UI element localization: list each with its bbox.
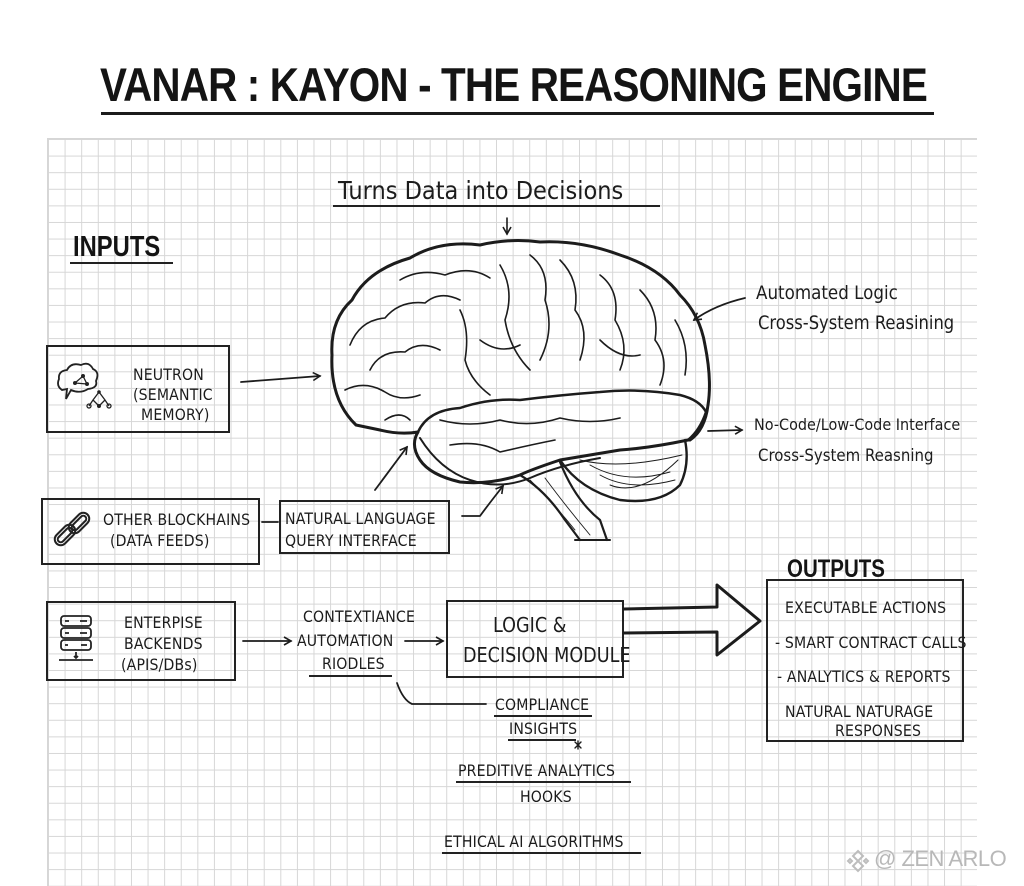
- neutron-input-box: [46, 345, 230, 433]
- watermark-text: @ ZEN ARLO: [874, 846, 1007, 871]
- binance-logo-icon: [846, 849, 870, 873]
- outputs-heading: OUTPUTS: [787, 555, 885, 583]
- inputs-heading: INPUTS: [73, 231, 161, 263]
- neutron-label-1: NEUTRON: [133, 365, 204, 384]
- compliance-label-1: COMPLIANCE: [495, 695, 590, 714]
- nl-query-label-1: NATURAL LANGUAGE: [285, 509, 436, 528]
- logic-module-label-1: LOGIC &: [493, 613, 567, 637]
- cloud-network-icon: [57, 362, 112, 409]
- nl-query-label-2: QUERY INTERFACE: [285, 531, 417, 550]
- blockchains-label-1: OTHER BLOCKHAINS: [103, 510, 251, 529]
- enterprise-input-box: [46, 601, 236, 681]
- context-underline: [309, 675, 392, 677]
- predictive-label-2: HOOKS: [520, 787, 572, 806]
- output-item-4: NATURAL NATURAGE: [785, 702, 934, 721]
- server-stack-icon: [59, 615, 93, 661]
- logic-module-label-2: DECISION MODULE: [463, 643, 631, 667]
- outputs-box: [766, 579, 964, 742]
- ethical-ai-underline: [442, 852, 641, 854]
- tagline-underline: [333, 205, 660, 207]
- nocode-interface-label: No-Code/Low-Code Interface: [754, 415, 961, 434]
- title-underline: [101, 112, 934, 115]
- ethical-ai-label: ETHICAL AI ALGORITHMS: [444, 832, 624, 851]
- automated-logic-label: Automated Logic: [756, 282, 898, 304]
- cross-system-reasoning-label-1: Cross-System Reasining: [758, 312, 955, 334]
- compliance-underline-1: [494, 715, 592, 717]
- blockchains-input-box: [41, 498, 260, 565]
- inputs-underline: [70, 262, 173, 264]
- neutron-label-3: MEMORY): [141, 405, 210, 424]
- chain-link-icon: [53, 511, 91, 547]
- blockchains-label-2: (DATA FEEDS): [110, 531, 210, 550]
- enterprise-label-1: ENTERPISE: [124, 613, 203, 632]
- output-item-3: - ANALYTICS & REPORTS: [777, 667, 951, 686]
- output-item-1: EXECUTABLE ACTIONS: [785, 598, 947, 617]
- nl-query-box: [279, 500, 450, 554]
- cross-system-reasoning-label-2: Cross-System Reasning: [758, 446, 934, 466]
- predictive-label-1: PREDITIVE ANALYTICS: [458, 761, 616, 780]
- page-title: VANAR : KAYON - THE REASONING ENGINE: [100, 58, 928, 111]
- enterprise-label-3: (APIS/DBs): [121, 655, 198, 674]
- compliance-label-2: INSIGHTS: [509, 719, 578, 738]
- output-item-5: RESPONSES: [835, 721, 922, 740]
- compliance-underline-2: [508, 739, 576, 741]
- neutron-label-2: (SEMANTIC: [133, 385, 213, 404]
- output-item-2: - SMART CONTRACT CALLS: [775, 633, 967, 652]
- context-label-3: RIODLES: [322, 654, 385, 673]
- tagline: Turns Data into Decisions: [338, 176, 624, 205]
- context-label-2: AUTOMATION: [297, 631, 394, 650]
- predictive-underline: [456, 781, 631, 783]
- context-label-1: CONTEXTIANCE: [303, 607, 416, 626]
- enterprise-label-2: BACKENDS: [124, 634, 203, 653]
